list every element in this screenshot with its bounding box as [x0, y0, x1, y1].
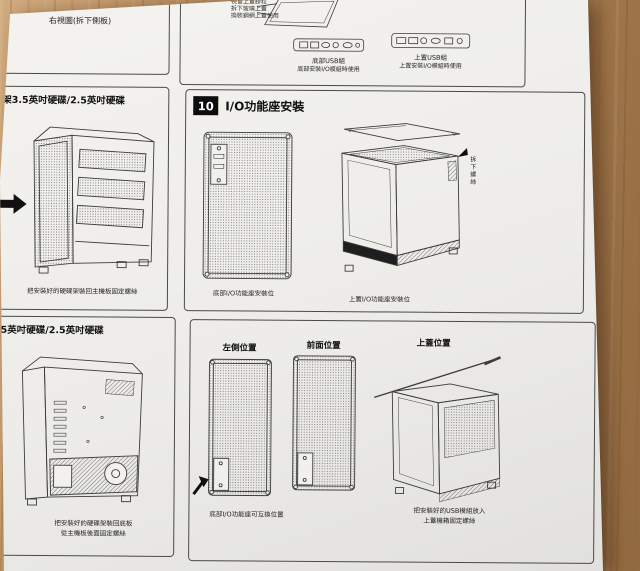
front-position-label: 前面位置: [306, 340, 341, 352]
panel-hdd-upper: 架3.5英吋硬碟/2.5英吋硬碟: [0, 85, 170, 311]
bottom-io-panel-drawing: [201, 130, 294, 281]
panel-io-swap: 左側位置 前面位置 上蓋位置: [188, 319, 596, 564]
panel-io-install: 10 I/O功能座安裝: [183, 89, 586, 314]
case-front-mesh-drawing: [21, 111, 162, 286]
hdd-lower-caption: 把安裝好的硬碟架裝回底板 從主機板後面固定螺絲: [17, 519, 169, 539]
arrow-up-right-icon: [192, 476, 209, 496]
usb-module-caption: 把安裝好的USB模組放入 上蓋機箱固定螺絲: [385, 505, 513, 526]
top-io-caption: 上置I/O功能座安裝位: [348, 295, 411, 304]
front-panel-drawing: [290, 353, 359, 493]
top-usb-ports-drawing: [391, 31, 471, 50]
panel-hdd-lower: 5英吋硬碟/2.5英吋硬碟: [0, 315, 176, 557]
usb-module-caption-line2: 上蓋機箱固定螺絲: [423, 516, 476, 526]
panel-right-view: 右視圖(拆下側板): [0, 0, 171, 75]
remove-screws-note: 拆下螺絲: [468, 156, 476, 187]
arrow-right-icon: [0, 193, 28, 215]
hdd-upper-title: 架3.5英吋硬碟/2.5英吋硬碟: [2, 94, 125, 107]
left-position-label: 左側位置: [222, 343, 257, 354]
left-side-panel-drawing: [192, 356, 275, 499]
top-cover-case-drawing: [371, 345, 506, 516]
arrow-down-left-icon: [457, 148, 468, 158]
case-open-side-drawing: [9, 345, 152, 520]
swap-caption: 底部I/O功能座可互換位置: [209, 510, 284, 519]
top-usb-desc: 上置安裝I/O模組時使用: [399, 62, 462, 70]
hdd-lower-title: 5英吋硬碟/2.5英吋硬碟: [0, 324, 104, 337]
top-io-case-drawing: [313, 119, 470, 288]
hdd-upper-caption: 把安裝好的硬碟架裝回主機板固定螺絲: [26, 286, 138, 296]
bottom-io-caption: 底部I/O功能座安裝位: [212, 289, 275, 298]
panel-usb-modules: 視窗上蓋膠粒 拆下玻璃上蓋 換裝鋼網上蓋使用: [179, 0, 527, 88]
bottom-usb-ports-drawing: [293, 37, 365, 54]
right-view-caption: 右視圖(拆下側板): [48, 16, 112, 26]
io-install-title: I/O功能座安裝: [225, 99, 305, 114]
hdd-lower-caption-line2: 從主機板後面固定螺絲: [60, 528, 126, 538]
glass-top-cover-drawing: [256, 0, 343, 29]
step-number-badge: 10: [193, 96, 219, 116]
